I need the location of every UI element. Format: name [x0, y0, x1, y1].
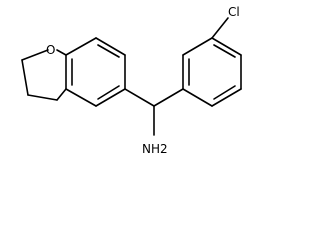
bond-ar3-cl — [211, 17, 229, 39]
double-bond-ar5-ar6 — [213, 85, 236, 100]
double-bond-c5-c4 — [97, 85, 120, 100]
dihydrofuran-ring — [21, 49, 67, 101]
bond-c2-c3 — [21, 59, 29, 96]
bond-o-c2 — [21, 49, 49, 61]
bond-c7a-c7 — [65, 37, 97, 56]
bond-c3a-c3-link — [56, 88, 67, 101]
methine-bonds — [124, 88, 184, 136]
bond-ar6-ar1 — [182, 88, 213, 107]
bond-ar5-ar6 — [211, 88, 242, 107]
bond-o-c7a — [56, 49, 67, 56]
chlorine-atom-label: Cl — [228, 5, 240, 19]
structure-canvas: O Cl NH2 — [21, 5, 242, 156]
amine-group-label: NH2 — [142, 142, 168, 156]
bond-ar3-ar4 — [211, 37, 242, 56]
bond-c5-c4 — [95, 88, 126, 107]
molecule-structure: O Cl NH2 — [21, 5, 242, 156]
bond-ch-aryl — [153, 88, 184, 107]
bond-c4-c3a — [65, 88, 97, 107]
chlorophenyl-ring — [182, 17, 242, 107]
bond-c5-ch — [124, 88, 155, 107]
benzofuran-benzene-ring — [56, 37, 126, 107]
bond-c7-c6 — [95, 37, 126, 56]
double-bond-c7-c6 — [97, 44, 120, 58]
bond-ar2-ar3 — [182, 37, 213, 56]
oxygen-atom-label: O — [46, 43, 55, 57]
double-bond-ar3-ar4 — [213, 44, 236, 58]
bond-c3-c3a — [27, 94, 58, 101]
